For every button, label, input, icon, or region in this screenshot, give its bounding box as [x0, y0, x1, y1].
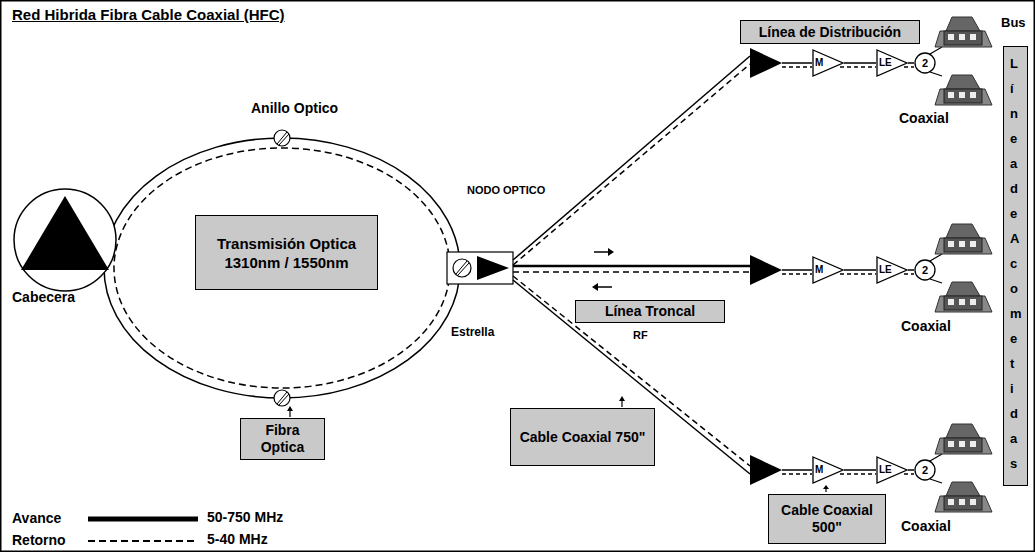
house-icon: [935, 424, 992, 454]
ring-coupler: [274, 390, 293, 417]
node-text: LE: [879, 264, 892, 276]
text-label: Coaxial: [900, 318, 952, 334]
label-box: Línea Troncal: [575, 300, 725, 323]
amplifier-triangle: M: [812, 49, 844, 77]
splitter-circle: 2: [914, 52, 936, 74]
legend-row: Retorno: [12, 531, 66, 549]
label-box: Transmisión Optica 1310nm / 1550nm: [195, 215, 378, 290]
amplifier-triangle: LE: [876, 456, 908, 484]
headend-circle: Cabecera: [13, 188, 117, 292]
amplifier-triangle: LE: [876, 256, 908, 284]
node-text: Cabecera: [12, 289, 75, 305]
node-text: Fibra Optica: [246, 422, 319, 456]
branch-drawing: [750, 224, 992, 312]
text-label: Coaxial: [900, 518, 952, 534]
label-box: Cable Coaxial 750": [510, 408, 655, 466]
node-text: 2: [914, 459, 936, 481]
legend-line-sample: [88, 535, 200, 547]
node-text: M: [815, 57, 823, 69]
coax-connector: [840, 63, 876, 67]
house-icon: [935, 17, 992, 47]
text-label: Coaxial: [898, 110, 950, 126]
house-icon: [935, 75, 992, 105]
text-label: RF: [632, 329, 649, 341]
optical-ring-return: [114, 148, 450, 388]
coax-connector: [840, 270, 876, 274]
branch-drawing: [750, 17, 992, 105]
legend-line-sample: [88, 513, 200, 525]
amplifier-triangle: LE: [876, 49, 908, 77]
text-label: Estrella: [450, 325, 495, 339]
direction-arrows: [592, 248, 614, 291]
label-box: Fibra Optica: [240, 418, 325, 460]
node-text: Línea de Acometidas: [1010, 51, 1024, 476]
node-text: 2: [914, 52, 936, 74]
legend-text: Retorno: [12, 532, 66, 548]
house-icon: [935, 224, 992, 254]
drop-line-band: Línea de Acometidas: [1003, 46, 1028, 486]
node-text: Línea de Distribución: [759, 24, 901, 41]
house-icon: [935, 282, 992, 312]
coax-connector: [840, 470, 876, 474]
distribution-branches: [750, 17, 992, 512]
node-text: 2: [914, 259, 936, 281]
text-label: Bus: [1000, 15, 1027, 30]
optical-node: [447, 252, 513, 284]
node-text: LE: [879, 464, 892, 476]
ring-coupler: [274, 130, 290, 146]
splitter-circle: 2: [914, 459, 936, 481]
label-box: Cable Coaxial 500": [768, 494, 886, 544]
diagram-title: Red Hibrida Fibra Cable Coaxial (HFC): [12, 6, 285, 23]
text-label: 50-750 MHz: [206, 509, 284, 525]
text-label: Anillo Optico: [250, 100, 339, 116]
text-label: NODO OPTICO: [466, 184, 546, 196]
legend-text: Avance: [12, 510, 61, 526]
node-text: M: [815, 464, 823, 476]
amplifier-triangle: M: [812, 256, 844, 284]
text-label: 5-40 MHz: [206, 531, 269, 547]
house-icon: [935, 482, 992, 512]
headend-outline: [13, 188, 117, 292]
amplifier-triangle: M: [812, 456, 844, 484]
node-text: Transmisión Optica 1310nm / 1550nm: [201, 234, 372, 272]
node-text: Cable Coaxial 750": [520, 429, 646, 446]
splitter-circle: 2: [914, 259, 936, 281]
label-box: Línea de Distribución: [740, 20, 920, 44]
legend-row: Avance: [12, 509, 61, 527]
node-text: LE: [879, 57, 892, 69]
node-text: M: [815, 264, 823, 276]
optical-ring: [104, 138, 460, 398]
node-text: Cable Coaxial 500": [774, 502, 880, 536]
node-text: Línea Troncal: [605, 303, 695, 320]
